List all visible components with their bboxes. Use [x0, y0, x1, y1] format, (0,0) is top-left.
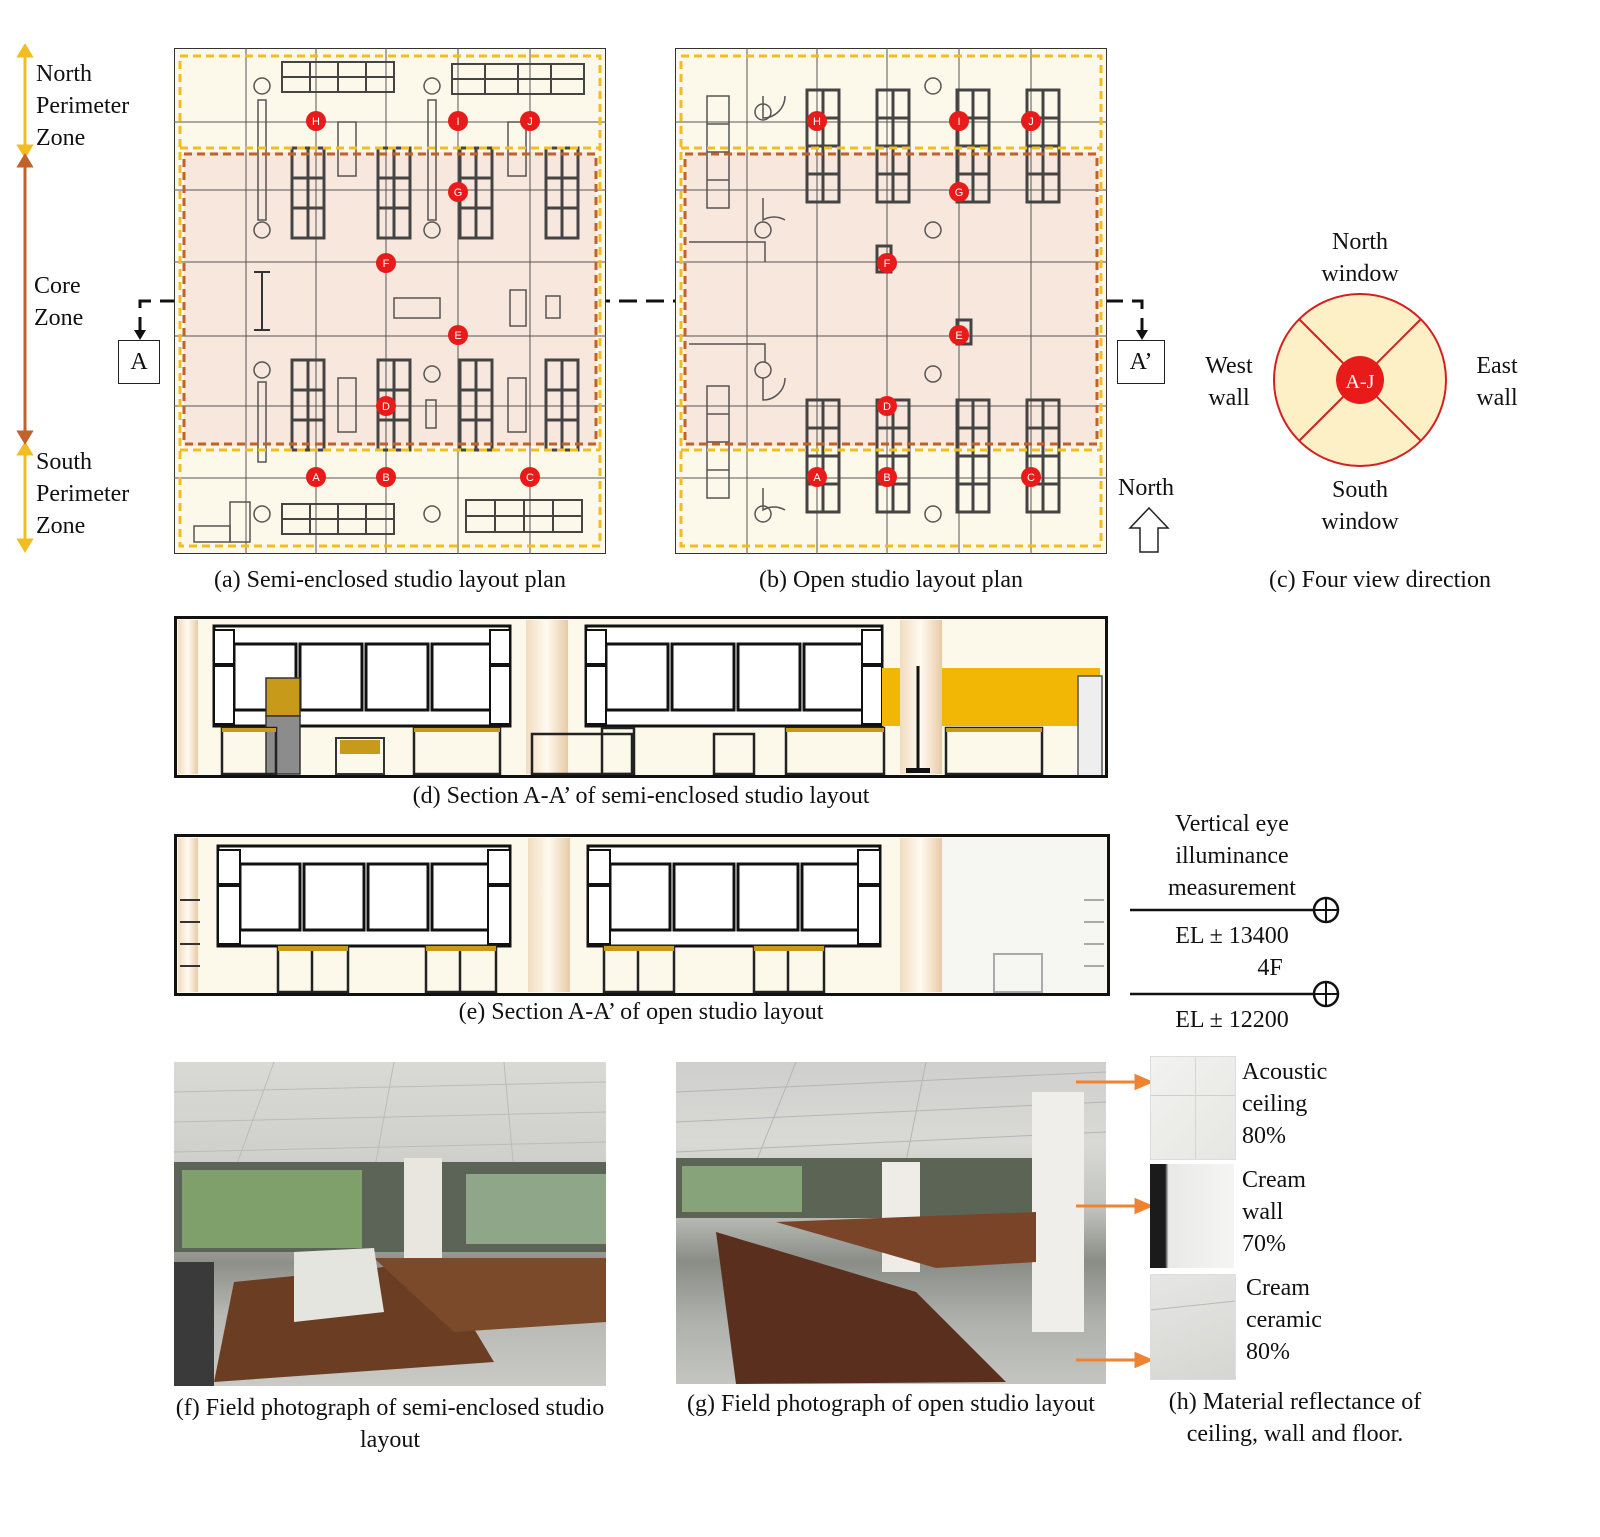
point-b: B [382, 472, 389, 484]
material-arrows [1076, 1073, 1154, 1369]
point-e: E [955, 330, 962, 342]
field-photo-open [676, 1062, 1106, 1384]
view-direction-diagram: A-J [1273, 293, 1447, 467]
point-j: J [1028, 116, 1034, 128]
section-cut-line [134, 299, 1148, 340]
plan-a-points: H I J G F E D A B C [306, 111, 540, 487]
point-i: I [957, 116, 960, 128]
point-d: D [883, 401, 891, 413]
caption-d: (d) Section A-A’ of semi-enclosed studio… [412, 783, 870, 809]
section-semi-enclosed [174, 616, 1108, 778]
point-g: G [454, 187, 463, 199]
point-f: F [884, 258, 891, 270]
section-open [174, 834, 1110, 996]
point-j: J [527, 116, 533, 128]
caption-f: (f) Field photograph of semi-enclosed st… [175, 1395, 605, 1453]
point-h: H [312, 116, 320, 128]
point-c: C [1027, 472, 1035, 484]
material-floor-swatch [1150, 1274, 1236, 1380]
caption-g: (g) Field photograph of open studio layo… [687, 1391, 1095, 1417]
point-d: D [382, 401, 390, 413]
plan-b-points: H I J G F E D A B C [807, 111, 1041, 487]
north-arrow-label: North [1118, 475, 1174, 501]
elevation-lower: EL ± 12200 [1175, 1007, 1289, 1033]
north-arrow-icon [1128, 506, 1170, 553]
elevation-marks [1130, 896, 1340, 1008]
caption-e: (e) Section A-A’ of open studio layout [458, 999, 824, 1025]
material-wall-swatch [1150, 1164, 1234, 1268]
point-b: B [883, 472, 890, 484]
caption-h: (h) Material reflectance of ceiling, wal… [1168, 1389, 1422, 1447]
plan-open: H I J G F E D A B C [675, 48, 1107, 554]
point-a: A [813, 472, 821, 484]
elevation-upper: EL ± 13400 [1175, 923, 1289, 949]
point-h: H [813, 116, 821, 128]
plan-semi-enclosed: H I J G F E D A B C [174, 48, 606, 554]
point-a: A [312, 472, 320, 484]
elevation-floor: 4F [1257, 955, 1283, 981]
point-c: C [526, 472, 534, 484]
field-photo-semi-enclosed [174, 1062, 606, 1386]
point-i: I [456, 116, 459, 128]
view-center-label: A-J [1346, 371, 1375, 393]
zone-brackets [16, 44, 34, 553]
point-f: F [383, 258, 390, 270]
caption-a: (a) Semi-enclosed studio layout plan [214, 567, 566, 593]
caption-b: (b) Open studio layout plan [759, 567, 1023, 593]
section-mark-a: A [118, 340, 160, 384]
caption-c: (c) Four view direction [1269, 567, 1491, 593]
material-ceiling-swatch [1150, 1056, 1236, 1160]
point-e: E [454, 330, 461, 342]
point-g: G [955, 187, 964, 199]
section-mark-a-prime: A’ [1117, 340, 1165, 384]
